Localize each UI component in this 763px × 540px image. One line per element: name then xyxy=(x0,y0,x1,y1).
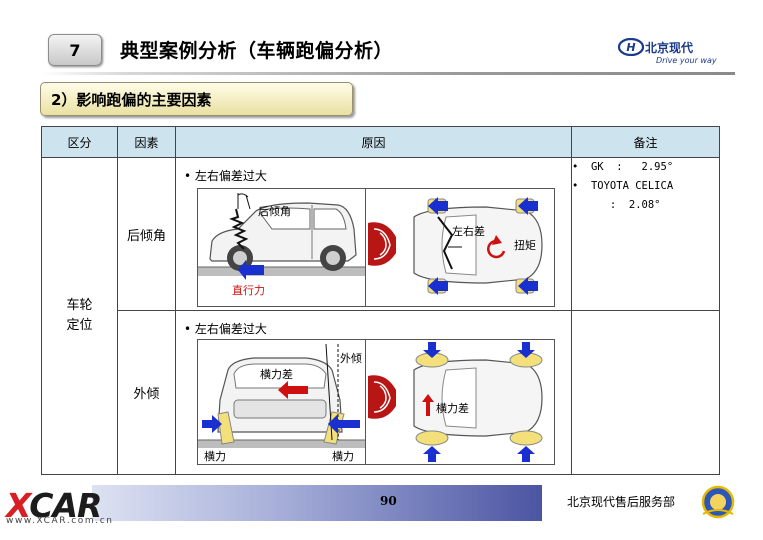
remark-cell: • GK : 2.95° • TOYOTA CELICA : 2.08° xyxy=(571,157,720,311)
table-row: 外倾 • 左右偏差过大 外倾 横力差 xyxy=(42,310,720,475)
department-name: 北京现代售后服务部 xyxy=(567,495,676,509)
factor-cell: 后倾角 xyxy=(117,157,176,311)
camber-label: 外倾 xyxy=(340,352,362,365)
car-side-view-illustration: 后倾角 直行力 xyxy=(198,193,365,297)
lateral-diff-top-label: 横力差 xyxy=(436,401,469,415)
footer-bar xyxy=(92,485,542,521)
torque-label: 扭矩 xyxy=(514,238,536,252)
reason-bullet: • 左右偏差过大 xyxy=(184,322,267,336)
chapter-badge: 7 xyxy=(48,34,102,66)
remark-line: : 2.08° xyxy=(572,199,661,211)
camber-front-diagram: 外倾 横力差 横力 横力 xyxy=(197,339,366,465)
col-category: 区分 xyxy=(41,126,118,158)
brand-logo: H 北京现代 Drive your way xyxy=(618,38,728,70)
remark-cell-empty xyxy=(571,310,720,475)
category-line: 定位 xyxy=(66,318,93,333)
remark-line: • GK : 2.95° xyxy=(572,161,674,173)
page-number: 90 xyxy=(380,494,397,508)
header-divider xyxy=(40,72,735,75)
caster-side-diagram: 后倾角 直行力 xyxy=(197,188,366,307)
section-heading-text: 2）影响跑偏的主要因素 xyxy=(51,90,212,109)
factor-cell: 外倾 xyxy=(117,310,176,475)
reason-cell: • 左右偏差过大 后倾角 xyxy=(175,157,572,311)
col-factor: 因素 xyxy=(117,126,176,158)
brand-name: 北京现代 xyxy=(645,41,694,55)
lateral-diff-label: 横力差 xyxy=(260,367,293,381)
left-right-diff-label: 左右差 xyxy=(452,224,485,238)
straight-force-label: 直行力 xyxy=(232,283,265,297)
table-header-row: 区分 因素 原因 备注 xyxy=(41,126,720,158)
car-front-view-illustration: 外倾 横力差 横力 横力 xyxy=(198,343,365,463)
car-top-view-illustration: 横力差 xyxy=(368,342,543,462)
footer-url: www.XCAR.com.cn xyxy=(6,516,114,526)
remark-line: • TOYOTA CELICA xyxy=(572,180,674,192)
car-top-view-illustration: 左右差 扭矩 xyxy=(368,197,543,295)
section-heading: 2）影响跑偏的主要因素 xyxy=(40,82,353,116)
caster-label: 后倾角 xyxy=(258,205,291,218)
caster-top-diagram: 左右差 扭矩 xyxy=(365,188,555,307)
brand-slogan: Drive your way xyxy=(656,56,717,65)
hyundai-logo-icon: H xyxy=(618,38,644,56)
camber-top-diagram: 横力差 xyxy=(365,339,555,465)
svg-text:H: H xyxy=(626,41,635,54)
category-line: 车轮 xyxy=(66,298,93,313)
col-reason: 原因 xyxy=(175,126,572,158)
factor-table: 区分 因素 原因 备注 车轮 定位 后倾角 • 左右偏差过大 xyxy=(41,126,720,475)
col-remark: 备注 xyxy=(571,126,720,158)
lateral-force-left-label: 横力 xyxy=(204,449,226,463)
xcar-logo-rest: CAR xyxy=(29,486,102,525)
chapter-number: 7 xyxy=(69,40,81,60)
table-row: 车轮 定位 后倾角 • 左右偏差过大 xyxy=(41,157,720,475)
xcar-logo: XCAR xyxy=(6,486,102,525)
page-title: 典型案例分析（车辆跑偏分析） xyxy=(120,40,394,62)
service-emblem-icon xyxy=(701,485,735,519)
xcar-logo-x: X xyxy=(6,486,30,525)
category-cell: 车轮 定位 xyxy=(41,157,118,475)
reason-bullet: • 左右偏差过大 xyxy=(184,169,267,183)
lateral-force-right-label: 横力 xyxy=(332,449,354,463)
reason-cell: • 左右偏差过大 外倾 横力差 xyxy=(175,310,572,475)
